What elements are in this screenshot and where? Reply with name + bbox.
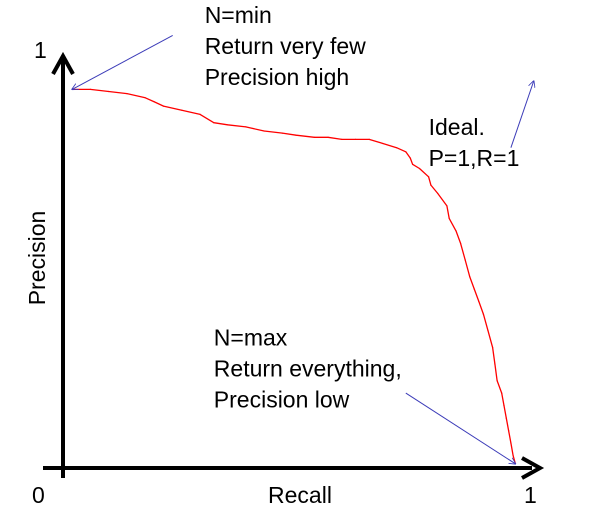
curve-point-18	[354, 138, 357, 140]
curve-point-41	[496, 380, 498, 382]
curve-point-42	[501, 392, 503, 394]
annotation-ideal-arrow	[510, 81, 534, 148]
curve-point-30	[448, 217, 450, 219]
curve-point-29	[446, 205, 448, 207]
annotation-min-arrow	[72, 34, 173, 89]
x-axis-arrowhead	[521, 456, 545, 480]
y-axis-label: Precision	[24, 211, 50, 306]
curve-point-28	[437, 192, 439, 194]
curve-point-43	[503, 405, 505, 407]
curve-point-38	[487, 330, 489, 332]
curve-point-35	[473, 288, 475, 290]
curve-point-3	[126, 93, 128, 95]
curve-point-31	[455, 230, 457, 232]
annotation-max-arrow	[405, 392, 516, 464]
curve-point-11	[245, 126, 247, 128]
curve-point-44	[505, 417, 507, 419]
curve-point-6	[162, 105, 165, 107]
curve-point-21	[396, 147, 398, 149]
curve-point-47	[512, 454, 514, 457]
curve-point-23	[409, 157, 411, 159]
curve-point-15	[313, 136, 315, 138]
curve-point-24	[412, 163, 414, 165]
curve-point-9	[213, 122, 215, 124]
curve-point-40	[494, 363, 496, 365]
curve-point-19	[368, 138, 370, 140]
curve-point-12	[263, 130, 265, 132]
curve-point-8	[199, 113, 201, 115]
curve-point-34	[469, 276, 471, 278]
annotation-ideal: Ideal. P=1,R=1	[429, 81, 534, 171]
curve-point-27	[430, 184, 432, 186]
curve-point-1	[89, 88, 91, 90]
x-axis-label: Recall	[268, 482, 332, 508]
annotation-max-line-0: N=max	[214, 324, 288, 350]
curve-point-20	[382, 142, 384, 145]
axes	[43, 51, 545, 480]
curve-point-14	[295, 134, 297, 136]
curve-point-37	[482, 313, 484, 315]
curve-point-39	[492, 346, 494, 348]
annotation-max-line-2: Precision low	[214, 386, 350, 412]
curve-point-16	[327, 136, 329, 138]
curve-point-5	[153, 101, 155, 103]
curve-point-45	[508, 430, 510, 432]
origin-tick-label: 0	[32, 482, 45, 508]
annotation-ideal-line-0: Ideal.	[429, 114, 485, 140]
curve-point-25	[418, 167, 421, 170]
annotation-min-line-1: Return very few	[205, 33, 366, 59]
annotation-min-line-0: N=min	[205, 2, 272, 28]
annotation-min-line-2: Precision high	[205, 64, 349, 90]
y-axis-arrowhead	[51, 51, 75, 75]
curve-point-32	[460, 242, 462, 244]
curve-point-26	[428, 176, 430, 178]
curve-point-36	[478, 301, 480, 303]
curve-point-46	[510, 442, 512, 444]
curve-point-2	[108, 90, 110, 93]
annotation-ideal-line-1: P=1,R=1	[429, 145, 520, 171]
curve-point-17	[341, 138, 343, 140]
curve-point-10	[226, 124, 229, 126]
curve-point-22	[405, 151, 407, 153]
x-axis-max-tick-label: 1	[524, 482, 537, 508]
annotation-max-line-1: Return everything,	[214, 355, 402, 381]
curve-point-13	[281, 132, 283, 134]
y-axis-max-tick-label: 1	[34, 37, 47, 63]
curve-point-4	[144, 97, 146, 99]
curve-point-7	[181, 109, 183, 111]
axis-labels: 0 1 1 Recall Precision	[24, 37, 537, 508]
curve-point-33	[464, 259, 466, 261]
